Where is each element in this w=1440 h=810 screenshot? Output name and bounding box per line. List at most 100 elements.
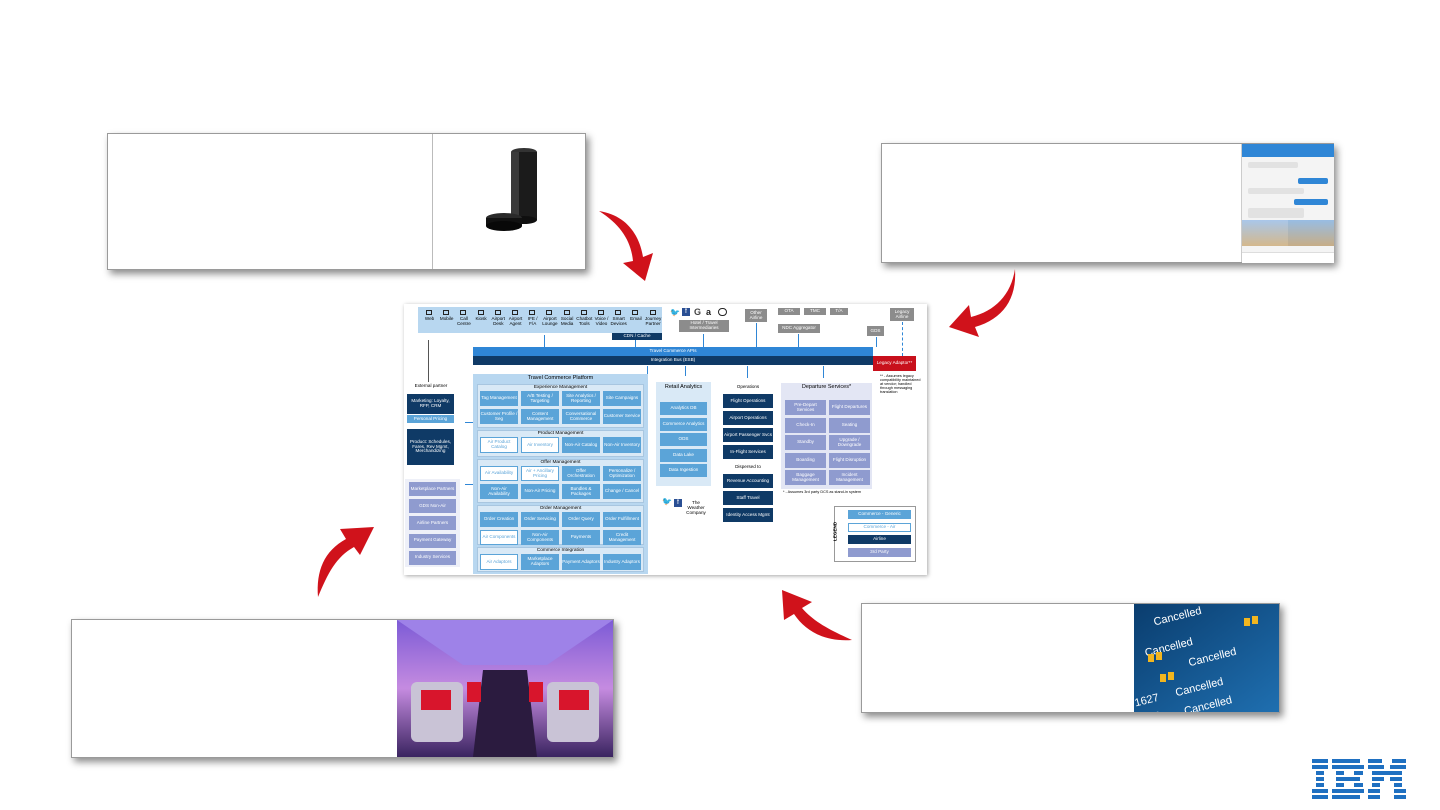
legacy-adaptor-box: Legacy Adaptor** [873, 356, 916, 371]
platform-section-title: Order Management [539, 506, 582, 511]
channel-label: Mobile [439, 316, 454, 321]
channel-label: Airport Agent [508, 316, 523, 326]
left-block-personal-pricing: Personal Pricing [407, 415, 454, 423]
channel-label: Voice / Video [594, 316, 609, 326]
amazon-icon: a [706, 307, 712, 317]
left-block-marketing: Marketing: Loyalty, RFP, CRM [407, 394, 454, 414]
platform-section-title: Product Management [537, 431, 584, 436]
cancelled-board-image: Cancelled Cancelled Cancelled 1627 Cance… [1134, 604, 1279, 712]
departure-title: Departure Services* [801, 384, 852, 390]
departure-item: Check-In [785, 417, 826, 433]
legend-title: LEGEND [832, 521, 838, 541]
arrow-icon-bottom-left [317, 527, 374, 597]
platform-section-title: Experience Management [533, 385, 588, 390]
platform-section-title: Offer Management [540, 460, 581, 465]
ta-box: T/A [830, 308, 848, 315]
dispersed-item: Revenue Accounting [723, 474, 773, 488]
operations-item: In-Flight Services [723, 445, 773, 459]
travel-commerce-apis-bar: Travel Commerce APIs [473, 347, 873, 356]
channel-label: Smart Devices [610, 316, 627, 326]
channel-icon [443, 310, 450, 315]
twitter-icon: 🐦 [670, 308, 680, 317]
channel-icon [546, 310, 553, 315]
channel-icon [563, 310, 570, 315]
arrow-icon-top-right [949, 269, 1016, 337]
channel-icon [494, 310, 501, 315]
legend-item: Airline [848, 535, 911, 544]
channel-label: Web [424, 316, 435, 321]
legend-item: 3rd Party [848, 547, 911, 557]
tmc-box: TMC [804, 308, 826, 315]
platform-item: A/B Testing / Targeting [521, 391, 559, 406]
left-bottom-block: Marketplace Partners [409, 482, 456, 496]
platform-item: Air Adaptors [480, 554, 518, 570]
channel-label: Airport Desk [491, 316, 506, 326]
platform-section-title: Commerce Integration [536, 548, 585, 553]
social-icons: 🐦 f G a [670, 307, 740, 318]
weather-company-label: The Weather Company [686, 500, 706, 515]
departure-item: Pre-Depart Services [785, 400, 826, 415]
channel-label: Email [630, 316, 642, 321]
platform-item: Air Components [480, 530, 518, 545]
platform-item: Bundles & Packages [562, 484, 600, 499]
arrow-icon-bottom-right [782, 590, 852, 641]
cdn-cache: CDN / Cache [612, 333, 662, 340]
platform-item: Marketplace Adaptors [521, 554, 559, 570]
platform-item: Personalize / Optimization [603, 466, 641, 481]
platform-item: Air Availability [480, 466, 518, 481]
channel-icon [649, 310, 656, 315]
platform-item: Order Query [562, 512, 600, 527]
channel-icon [512, 310, 518, 315]
legacy-note: ** - Assumes legacy compatibility mainta… [880, 374, 921, 394]
card-divider [432, 134, 433, 269]
svg-text:1627: 1627 [1134, 692, 1160, 710]
channel-label: IFE / F/A [527, 316, 538, 326]
gds-box: GDS [867, 326, 884, 336]
channel-label: Kiosk [475, 316, 487, 321]
retail-item: Analytics DB [660, 402, 707, 415]
departure-item: Flight Disruption [829, 452, 870, 468]
platform-item: Industry Adaptors [603, 554, 641, 570]
left-bottom-block: GDS Non-Air [409, 499, 456, 514]
dispersed-item: Identity Access Mgmt [723, 508, 773, 522]
platform-item: Air + Ancillary Pricing [521, 466, 559, 481]
platform-item: Tag Management [480, 391, 518, 406]
facebook-icon: f [682, 308, 690, 316]
left-bottom-block: Industry Services [409, 550, 456, 565]
departure-item: Baggage Management [785, 470, 826, 485]
platform-item: Conversational Commerce [562, 409, 600, 424]
departure-item: Standby [785, 435, 826, 450]
channel-icon [529, 310, 536, 315]
channel-label: Call Centre [456, 316, 471, 326]
retail-item: ODS [660, 433, 707, 446]
departure-item: Seating [829, 417, 870, 433]
channel-icon [477, 310, 484, 315]
operations-title: Operations [736, 384, 760, 389]
retail-title: Retail Analytics [664, 384, 703, 390]
departure-item: Boarding [785, 452, 826, 468]
chatbot-phone-image [1241, 144, 1334, 263]
platform-item: Content Management [521, 409, 559, 424]
intermediaries-box: Hotel / Travel Intermediaries [679, 320, 729, 332]
platform-title: Travel Commerce Platform [527, 375, 594, 381]
cancelled-board-card: Cancelled Cancelled Cancelled 1627 Cance… [861, 603, 1280, 713]
ota-box: OTA [778, 308, 800, 315]
smart-speaker-image [486, 148, 537, 231]
channel-icon [426, 310, 432, 315]
arrow-icon-top-left [599, 211, 653, 281]
platform-item: Credit Management [603, 530, 641, 545]
ibm-logo [1312, 759, 1406, 799]
ndc-aggregator-box: NDC Aggregator [778, 324, 820, 333]
retail-item: Commerce Analytics [660, 417, 707, 431]
channel-label: Journey Partner [644, 316, 662, 326]
aircraft-cabin-image [397, 620, 613, 757]
operations-item: Airport Operations [723, 411, 773, 425]
platform-item: Air Inventory [521, 437, 559, 453]
departure-item: Flight Departures [829, 400, 870, 415]
dispersed-item: Staff Travel [723, 491, 773, 505]
retail-item: Data Lake [660, 448, 707, 462]
platform-item: Order Fulfillment [603, 512, 641, 527]
platform-item: Customer Profile / Seg [480, 409, 518, 424]
channel-icon [632, 310, 639, 315]
operations-item: Flight Operations [723, 394, 773, 408]
